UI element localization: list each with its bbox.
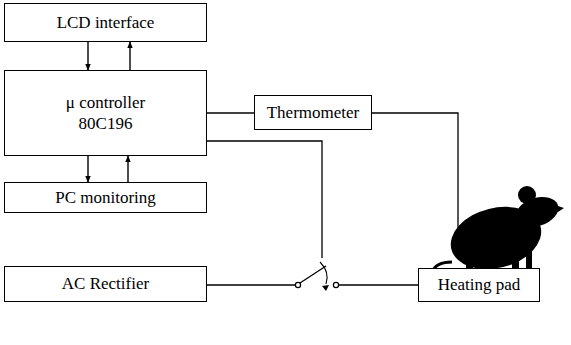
mouse-leg [526, 236, 532, 269]
switch-contact [295, 282, 300, 287]
box-label: μ controller 80C196 [51, 92, 161, 135]
process-box: AC Rectifier [4, 266, 207, 302]
process-box: μ controller 80C196 [4, 70, 207, 156]
switch-gap [300, 280, 334, 290]
mouse-leg [512, 250, 519, 269]
mouse-ear [518, 186, 536, 204]
box-label: AC Rectifier [62, 273, 149, 294]
connector [127, 156, 128, 182]
connector [129, 42, 130, 70]
box-label: LCD interface [57, 12, 155, 33]
process-box: PC monitoring [4, 182, 207, 213]
switch-blade [300, 266, 326, 283]
process-box: LCD interface [4, 3, 207, 42]
probe-wire [372, 113, 458, 232]
switch-action-arrow [320, 262, 327, 284]
switch-action-head [322, 285, 329, 291]
box-label: Thermometer [267, 102, 360, 123]
connector [87, 156, 88, 182]
connector [207, 112, 254, 113]
box-label: PC monitoring [55, 187, 156, 208]
process-box: Heating pad [418, 268, 540, 302]
control-wire [207, 141, 322, 258]
connector [87, 42, 88, 70]
process-box: Thermometer [254, 95, 372, 130]
switch-contact [333, 282, 338, 287]
box-label: Heating pad [438, 274, 521, 295]
mouse-nose [552, 204, 564, 216]
